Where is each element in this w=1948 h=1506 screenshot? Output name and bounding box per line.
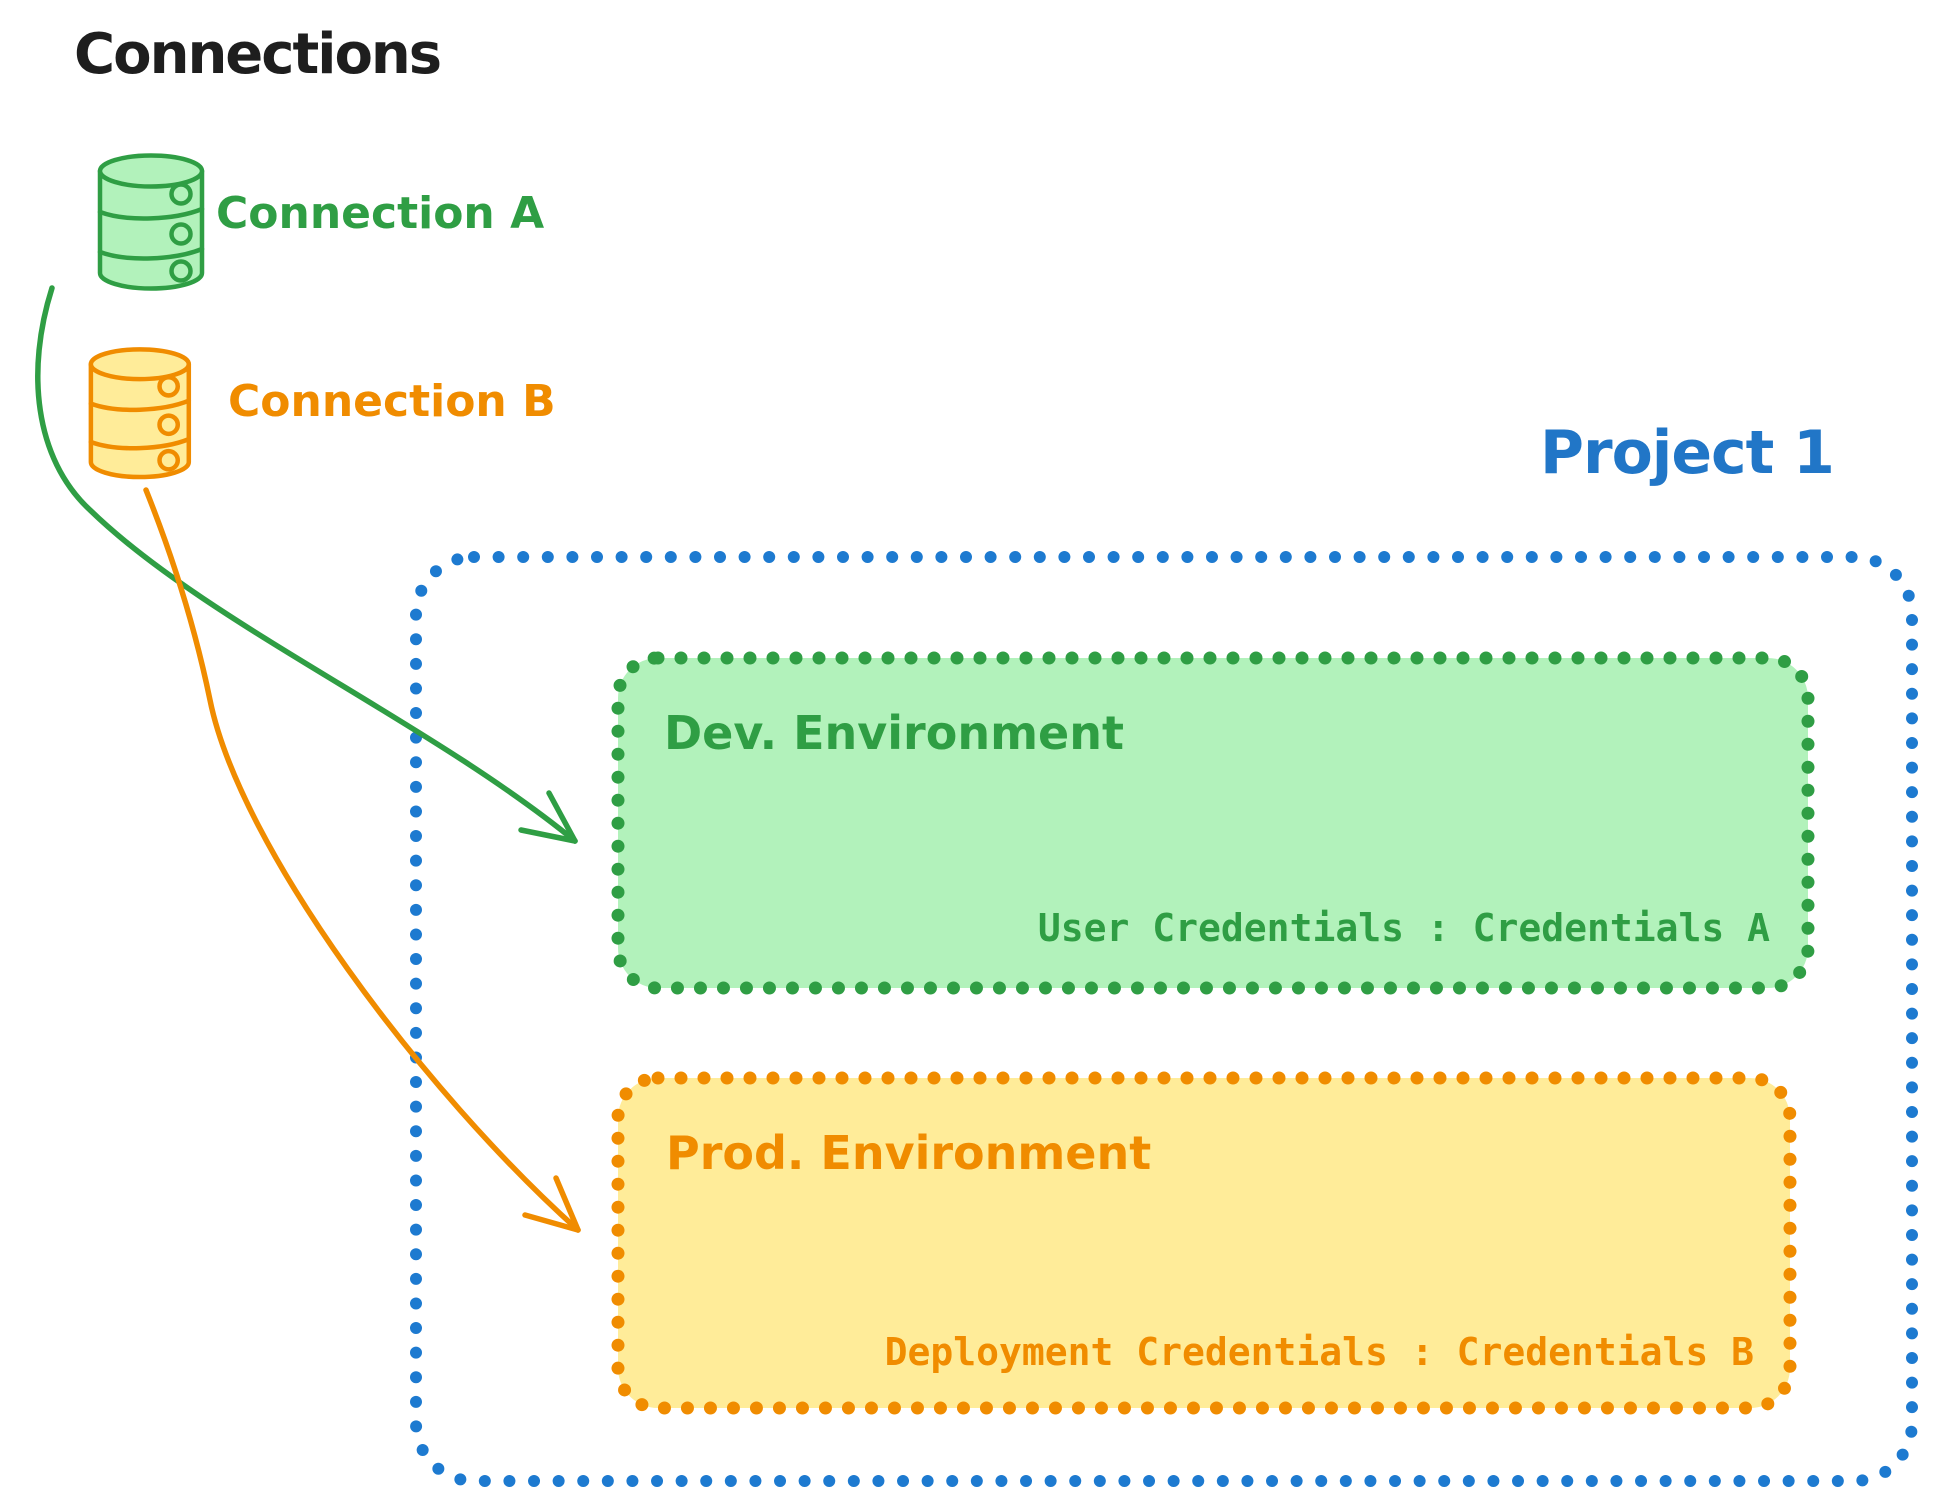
connection-a-label: Connection A bbox=[216, 188, 545, 239]
connection-b-label: Connection B bbox=[228, 376, 556, 427]
prod-environment-box bbox=[611, 1071, 1797, 1415]
arrow-connection-b-to-prod bbox=[143, 487, 581, 1233]
project-box-border bbox=[410, 551, 1918, 1487]
prod-credentials-text: Deployment Credentials : Credentials B bbox=[884, 1330, 1754, 1374]
database-icon bbox=[88, 347, 192, 480]
dev-environment-label: Dev. Environment bbox=[664, 706, 1124, 760]
dev-credentials-text: User Credentials : Credentials A bbox=[1037, 906, 1770, 950]
connections-title: Connections bbox=[74, 22, 442, 87]
project-title: Project 1 bbox=[1540, 418, 1835, 488]
prod-environment-label: Prod. Environment bbox=[666, 1126, 1152, 1180]
database-icon bbox=[97, 153, 205, 291]
arrow-connection-a-to-dev bbox=[35, 285, 578, 844]
dev-environment-box bbox=[611, 651, 1815, 995]
